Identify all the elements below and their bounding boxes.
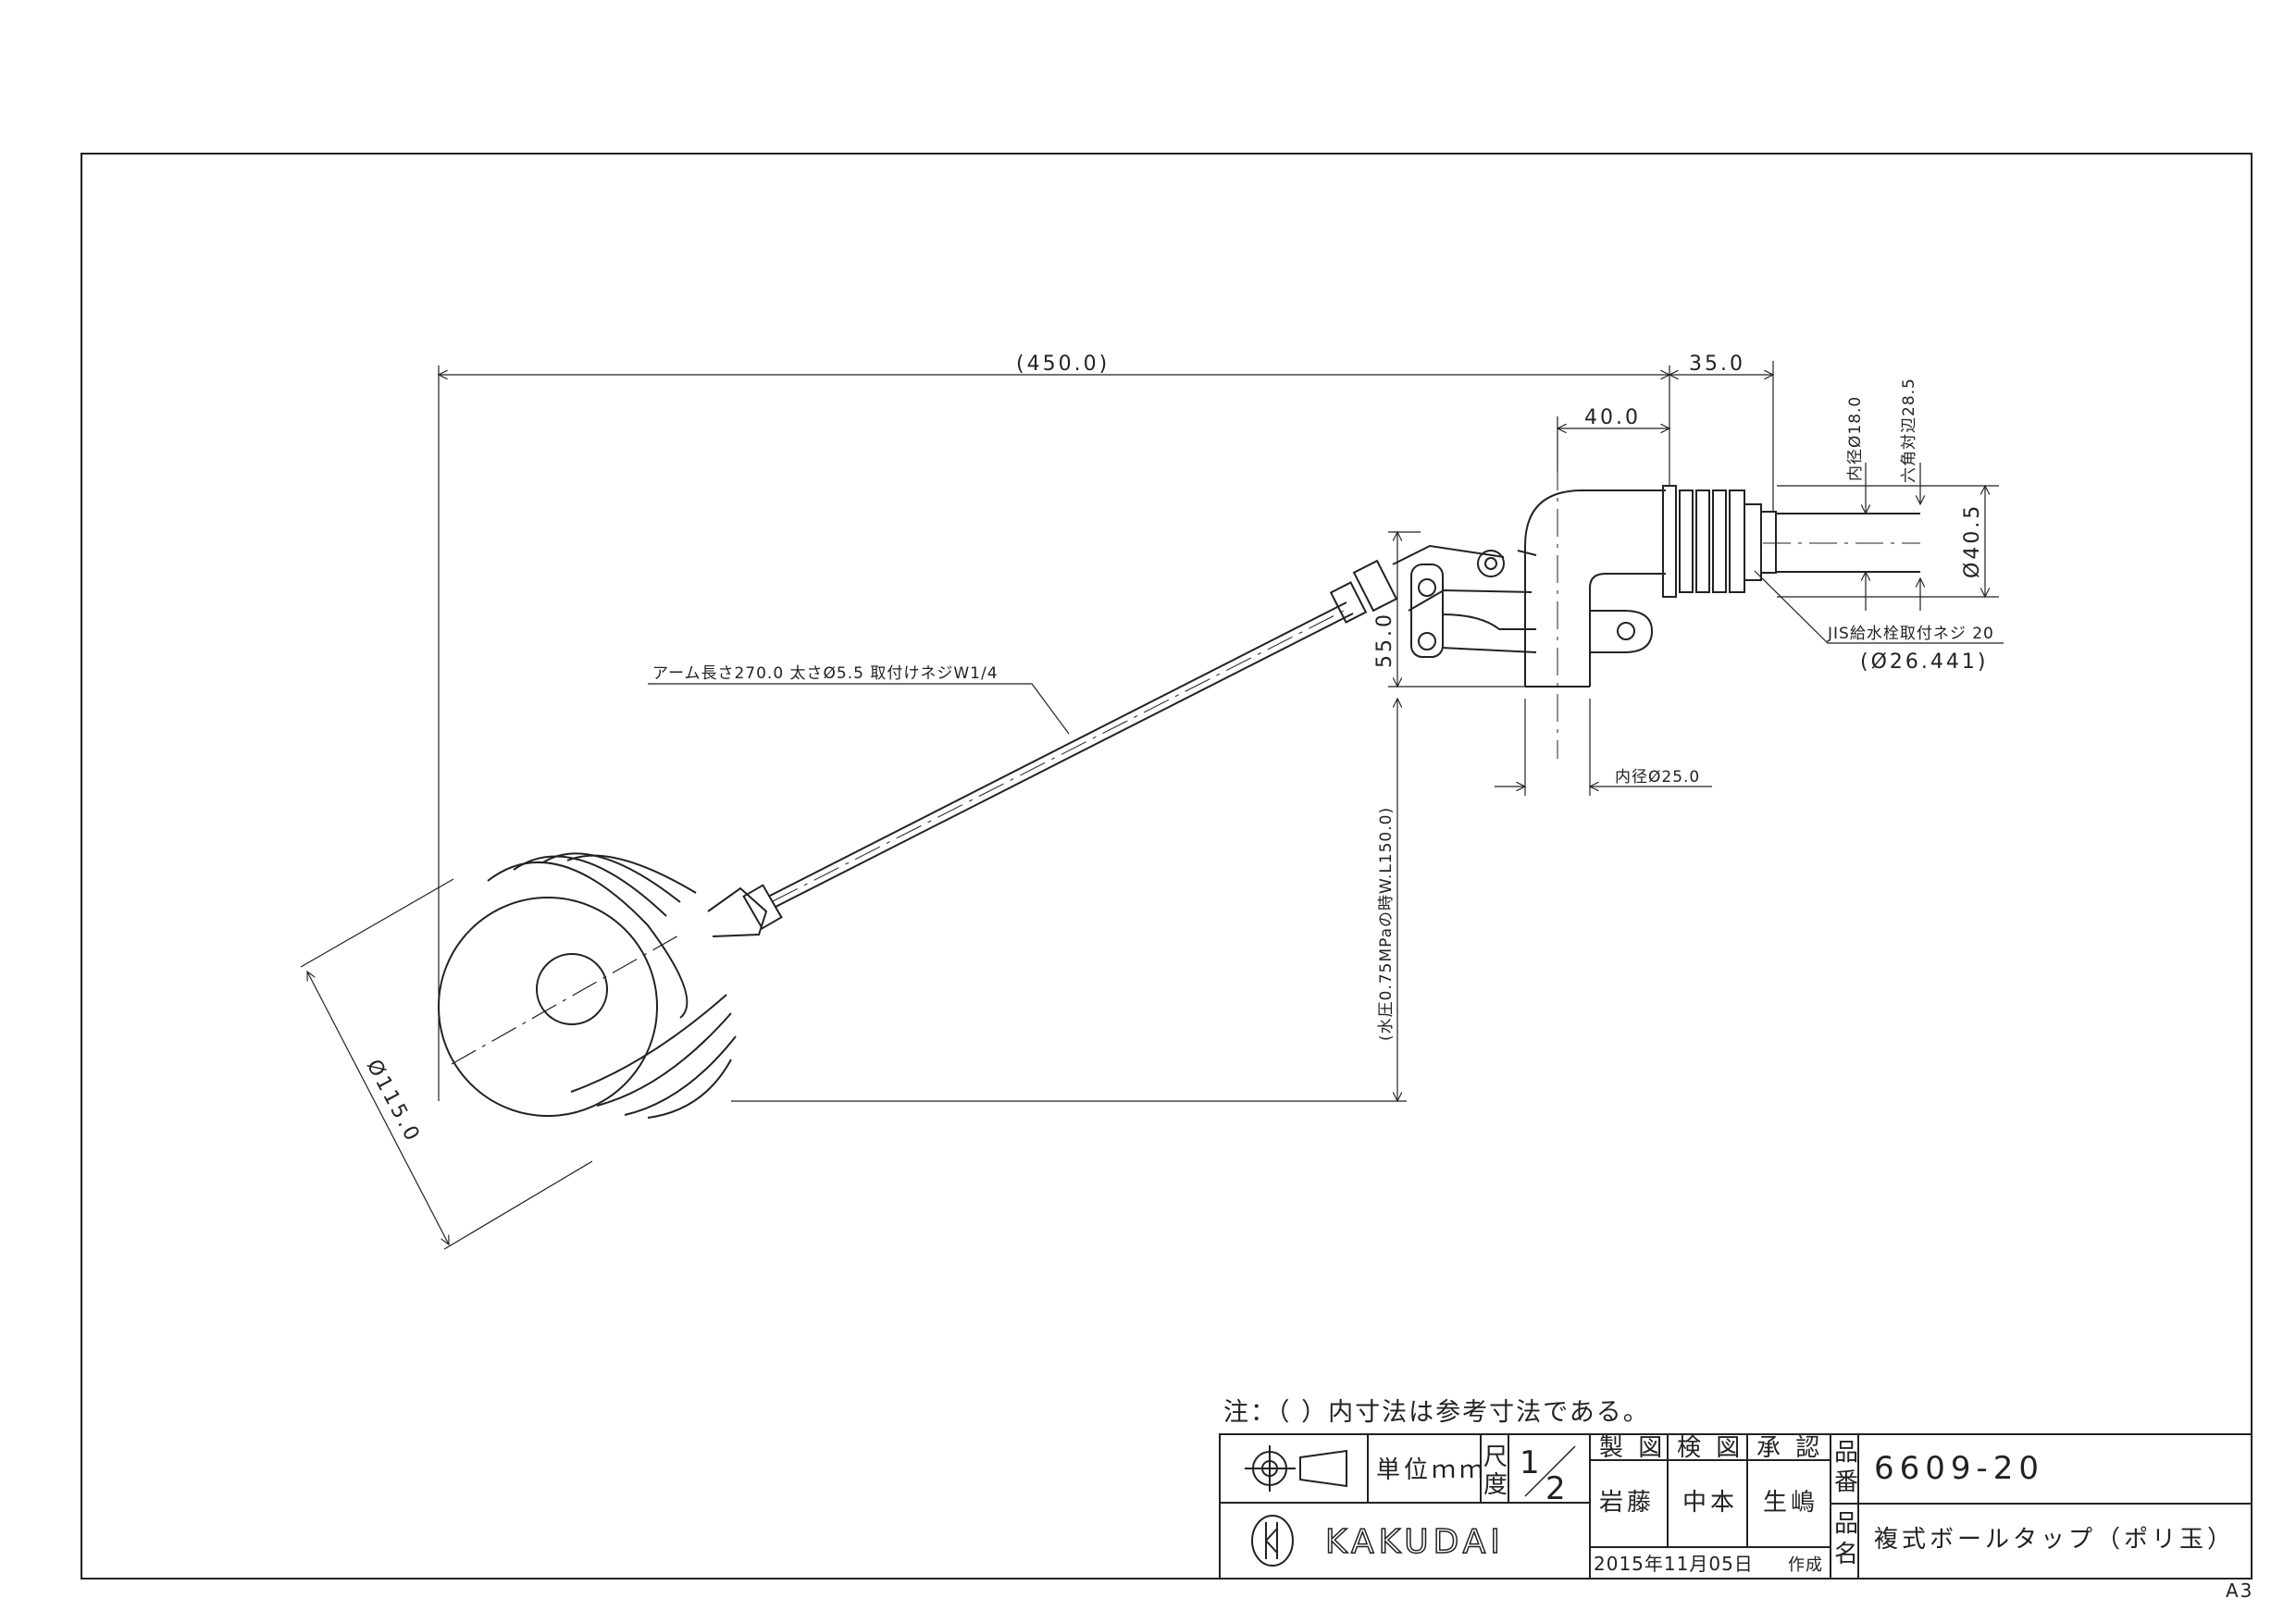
- reference-dimension-note: 注：（ ）内寸法は参考寸法である。: [1223, 1398, 1650, 1427]
- dim-arm-spec: アーム長さ270.0 太さØ5.5 取付けネジW1/4: [652, 664, 999, 683]
- dim-arm-span: (450.0): [1016, 353, 1110, 376]
- dimension-labels: (450.0) 35.0 40.0 内径Ø18.0 六角対辺28.5 Ø40.5…: [362, 353, 1994, 1147]
- scale-divider: [1524, 1445, 1576, 1497]
- elbow-body: [1517, 463, 1666, 759]
- inlet-fitting: [1662, 485, 1920, 598]
- product-name-label-1: 品: [1834, 1510, 1862, 1538]
- created-label: 作成: [1788, 1555, 1823, 1575]
- dimension-lines: [300, 361, 2004, 1250]
- created-date: 2015年11月05日: [1594, 1553, 1754, 1575]
- part-number-label-1: 品: [1834, 1439, 1862, 1467]
- dim-hex-across-flats: 六角対辺28.5: [1900, 378, 1918, 483]
- approved-by: 生嶋: [1763, 1489, 1818, 1517]
- lever-linkage: [1392, 544, 1537, 658]
- drawn-label: 製 図: [1599, 1434, 1666, 1462]
- dim-thread-diameter: (Ø26.441): [1860, 650, 1988, 674]
- dim-inner-diameter-25: 内径Ø25.0: [1615, 768, 1700, 787]
- part-number-label-2: 番: [1834, 1468, 1862, 1496]
- scale-denominator: 2: [1545, 1470, 1571, 1507]
- title-block: [1219, 1433, 2253, 1580]
- dim-water-pressure: (水圧0.75MPaの時W.L150.0): [1377, 807, 1396, 1041]
- dim-height-55: 55.0: [1373, 612, 1396, 668]
- sheet-size-label: A3: [2226, 1580, 2253, 1602]
- ball-tap-drawing: [438, 463, 1920, 1119]
- dim-ball-diameter: Ø115.0: [362, 1056, 425, 1147]
- kakudai-logo: [1251, 1515, 1294, 1567]
- brand-name: KAKUDAI: [1325, 1523, 1505, 1561]
- drawn-by: 岩藤: [1599, 1489, 1655, 1517]
- float-ball: [438, 852, 783, 1119]
- third-angle-projection-icon: [1245, 1445, 1347, 1492]
- dim-inner-diameter-18: 内径Ø18.0: [1846, 396, 1865, 481]
- scale-label-2: 度: [1483, 1471, 1511, 1499]
- product-name-label-2: 名: [1834, 1541, 1862, 1568]
- checked-by: 中本: [1682, 1489, 1738, 1517]
- title-block-text: 単位ｍｍ 尺 度 1 2 製 図 検 図 承 認 岩藤 中本 生嶋 品 番 66…: [1324, 1434, 2235, 1575]
- part-number: 6609-20: [1874, 1450, 2044, 1487]
- drawing-frame: [81, 153, 2253, 1580]
- float-arm: [769, 559, 1398, 908]
- dim-jis-thread: JIS給水栓取付ネジ 20: [1827, 625, 1994, 643]
- unit-label: 単位ｍｍ: [1376, 1456, 1487, 1484]
- approved-label: 承 認: [1756, 1434, 1823, 1462]
- scale-label-1: 尺: [1483, 1443, 1511, 1471]
- scale-numerator: 1: [1520, 1444, 1545, 1481]
- dim-offset-40: 40.0: [1584, 406, 1641, 429]
- dim-outer-diameter-40: Ø40.5: [1961, 503, 1984, 578]
- checked-label: 検 図: [1677, 1434, 1744, 1462]
- product-name: 複式ボールタップ（ポリ玉）: [1874, 1526, 2235, 1554]
- dim-offset-35: 35.0: [1689, 353, 1745, 376]
